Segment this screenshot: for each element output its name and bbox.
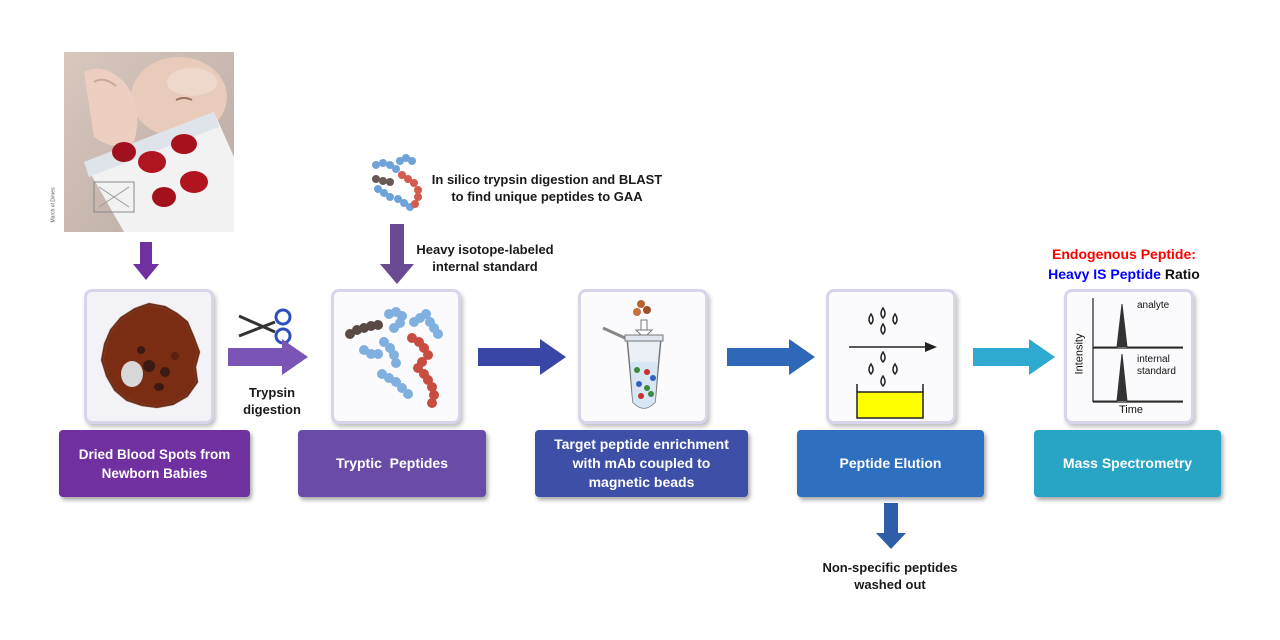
ratio-header: Endogenous Peptide: Heavy IS Peptide Rat… <box>1030 244 1218 284</box>
peptide-molecule-icon <box>372 154 422 211</box>
heavy-is-peptide-label: Heavy IS Peptide <box>1048 266 1161 282</box>
tryptic-peptides-image <box>331 289 461 424</box>
heavy-isotope-down-arrow <box>380 224 414 284</box>
newborn-blood-spot-photo: March of Dimes <box>51 52 234 232</box>
time-axis-label: Time <box>1119 404 1144 416</box>
arrow-step1-to-step2 <box>228 339 308 375</box>
dried-blood-spot-image <box>84 289 214 424</box>
washed-out-down-arrow <box>876 503 906 549</box>
enrichment-tube-image <box>578 289 708 424</box>
analyte-label: analyte <box>1137 300 1170 311</box>
step-dried-blood-spots: Dried Blood Spots from Newborn Babies <box>59 430 250 497</box>
internal-standard-label: internal standard <box>1137 354 1176 377</box>
heavy-isotope-text: Heavy isotope-labeled internal standard <box>416 242 554 274</box>
trypsin-digestion-label: Trypsin digestion <box>243 385 301 417</box>
internal-standard-peak <box>1093 353 1183 402</box>
endogenous-peptide-label: Endogenous Peptide: <box>1052 246 1196 262</box>
photo-down-arrow <box>133 242 159 280</box>
intensity-axis-label: Intensity <box>1073 333 1086 375</box>
ratio-label: Ratio <box>1164 266 1200 282</box>
washed-out-text: Non-specific peptides washed out <box>822 560 958 592</box>
elution-image <box>826 289 956 424</box>
arrow-step3-to-step4 <box>727 339 815 375</box>
mass-spectrum-plot: analyte internal standard Intensity Time <box>1064 289 1194 424</box>
in-silico-text: In silico trypsin digestion and BLAST to… <box>431 172 663 204</box>
step-tryptic-peptides: Tryptic Peptides <box>298 430 486 497</box>
arrow-step4-to-step5 <box>973 339 1055 375</box>
photo-credit: March of Dimes <box>50 187 57 223</box>
arrow-step2-to-step3 <box>478 339 566 375</box>
step-peptide-elution: Peptide Elution <box>797 430 984 497</box>
analyte-peak <box>1093 303 1183 348</box>
step-mass-spectrometry: Mass Spectrometry <box>1034 430 1221 497</box>
ratio-line-2: Heavy IS Peptide Ratio <box>1030 264 1218 284</box>
step-target-enrichment: Target peptide enrichment with mAb coupl… <box>535 430 748 497</box>
